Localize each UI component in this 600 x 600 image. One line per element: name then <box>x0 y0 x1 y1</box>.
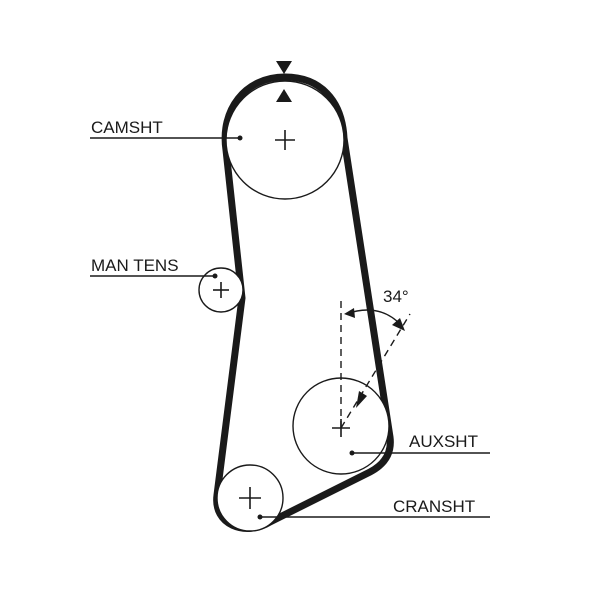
leader-lines <box>90 137 490 518</box>
manual-tensioner-pulley <box>198 267 244 313</box>
manual-tensioner-label: MAN TENS <box>91 256 179 275</box>
angle-arrow-right-icon <box>392 318 405 331</box>
crankshaft-label: CRANSHT <box>393 497 475 516</box>
angle-label: 34° <box>383 287 409 306</box>
timing-mark-icon <box>276 61 292 102</box>
angle-lower-arrow-icon <box>356 391 367 408</box>
leader-dots <box>212 135 355 520</box>
auxiliary-shaft-label: AUXSHT <box>409 432 478 451</box>
angle-reference-lines <box>340 300 411 429</box>
crankshaft-pulley <box>216 464 284 532</box>
camshaft-center-icon <box>275 130 295 150</box>
angle-arrow-left-icon <box>344 308 355 318</box>
camshaft-pulley <box>225 80 345 200</box>
crankshaft-center-icon <box>239 487 261 509</box>
camshaft-label: CAMSHT <box>91 118 163 137</box>
tensioner-center-icon <box>213 282 229 298</box>
